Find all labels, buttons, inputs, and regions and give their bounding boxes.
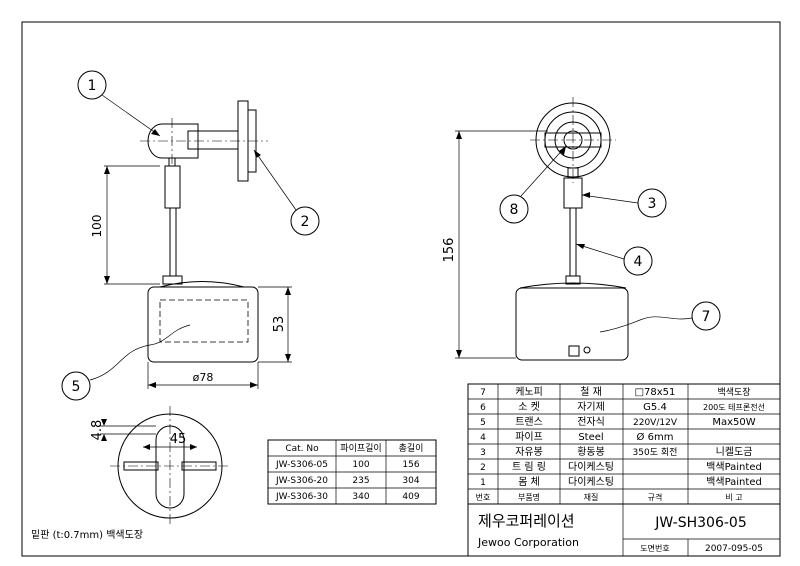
bottom-plate-note: 밑판 (t:0.7mm) 백색도장 xyxy=(31,529,143,541)
parts-cell: Ø 6mm xyxy=(637,431,674,443)
dim-slot-width: 4.8 xyxy=(90,420,105,441)
length-cell: JW-S306-20 xyxy=(275,476,328,486)
length-cell: 100 xyxy=(352,460,369,470)
parts-header: 비 고 xyxy=(725,493,742,502)
parts-cell: G5.4 xyxy=(643,402,667,413)
parts-cell: □78x51 xyxy=(635,387,676,398)
drawing-no: 2007-095-05 xyxy=(705,544,763,554)
callout-5: 5 xyxy=(72,379,81,395)
length-header-total: 총길이 xyxy=(399,443,424,454)
length-header-catno: Cat. No xyxy=(285,444,319,454)
front-view: 100 53 ø78 1 2 5 xyxy=(61,70,320,401)
length-table: Cat. No 파이프길이 총길이 JW-S306-05 100 156 JW-… xyxy=(267,439,437,505)
callout-2: 2 xyxy=(301,214,310,230)
length-cell: 409 xyxy=(402,492,419,502)
length-header-pipe: 파이프길이 xyxy=(340,443,381,454)
length-cell: 235 xyxy=(352,476,369,486)
canopy xyxy=(147,286,259,363)
parts-cell: 전자식 xyxy=(577,416,605,428)
parts-header: 부품명 xyxy=(518,492,540,502)
parts-cell: 7 xyxy=(480,388,486,398)
parts-cell: 350도 회전 xyxy=(633,447,678,458)
parts-cell: Steel xyxy=(578,432,603,443)
parts-cell: 니켈도금 xyxy=(716,446,753,458)
parts-cell: 6 xyxy=(480,403,486,413)
drawing-frame xyxy=(21,21,781,557)
parts-cell: 소 켓 xyxy=(518,401,540,413)
parts-cell: 자유봉 xyxy=(515,446,543,458)
parts-cell: 2 xyxy=(480,463,486,473)
parts-cell: 트 림 링 xyxy=(512,461,546,473)
company-name-kr: 제우코퍼레이션 xyxy=(478,512,575,530)
callout-4: 4 xyxy=(634,254,643,270)
length-cell: 156 xyxy=(402,460,419,470)
pipe xyxy=(169,207,177,277)
parts-cell: 200도 테프론전선 xyxy=(703,402,765,412)
parts-cell: 황동봉 xyxy=(577,446,605,458)
company-name-en: Jewoo Corporation xyxy=(477,536,579,549)
title-block: 제우코퍼레이션 Jewoo Corporation JW-SH306-05 도면… xyxy=(467,503,781,557)
model-number: JW-SH306-05 xyxy=(654,515,746,531)
dim-base-diameter: ø78 xyxy=(193,371,214,384)
parts-cell: 몸 체 xyxy=(518,476,540,488)
length-cell: JW-S306-05 xyxy=(275,460,328,470)
parts-cell: 220V/12V xyxy=(633,418,678,428)
lamp-head xyxy=(147,123,199,159)
length-cell: 304 xyxy=(402,476,419,486)
dim-rod-height: 100 xyxy=(90,215,104,238)
swivel-rod xyxy=(164,165,181,209)
canopy-side xyxy=(515,287,629,361)
parts-cell: 백색도장 xyxy=(717,387,750,398)
length-cell: 340 xyxy=(352,492,369,502)
parts-cell: 다이케스팅 xyxy=(568,476,614,488)
parts-cell: 파이프 xyxy=(515,431,543,443)
parts-cell: 5 xyxy=(480,418,486,428)
parts-cell: 4 xyxy=(480,433,486,443)
parts-cell: Max50W xyxy=(712,417,755,428)
parts-header: 재질 xyxy=(584,493,599,502)
parts-cell: 철 재 xyxy=(580,386,602,398)
parts-header: 규격 xyxy=(648,492,663,502)
head-shaft xyxy=(187,130,239,150)
drawing-no-label: 도면번호 xyxy=(640,543,669,553)
parts-cell: 1 xyxy=(480,478,486,488)
bottom-plate-view: 4.8 45 밑판 (t:0.7mm) 백색도장 xyxy=(31,406,230,541)
parts-cell: 백색Painted xyxy=(706,476,762,488)
parts-header: 번호 xyxy=(476,493,491,502)
parts-cell: 백색Painted xyxy=(706,461,762,473)
callout-8: 8 xyxy=(510,202,519,218)
callout-3: 3 xyxy=(648,196,657,212)
dim-base-height: 53 xyxy=(272,316,287,333)
callout-1: 1 xyxy=(88,78,97,94)
callout-7: 7 xyxy=(702,309,711,325)
parts-cell: 트랜스 xyxy=(515,416,543,428)
parts-cell: 자기제 xyxy=(577,401,605,413)
dim-slot-spacing: 45 xyxy=(170,432,187,447)
parts-cell: 케노피 xyxy=(515,386,543,398)
transformer-hidden xyxy=(159,299,249,343)
length-cell: JW-S306-30 xyxy=(275,492,328,502)
parts-cell: 3 xyxy=(480,448,486,458)
parts-cell: 다이케스팅 xyxy=(568,461,614,473)
pipe-side xyxy=(569,207,577,277)
side-view: 156 8 3 4 7 xyxy=(442,97,721,361)
dim-total-height: 156 xyxy=(442,238,457,263)
parts-table: 7 케노피 철 재 □78x51 백색도장 6 소 켓 자기제 G5.4 200… xyxy=(467,383,781,505)
